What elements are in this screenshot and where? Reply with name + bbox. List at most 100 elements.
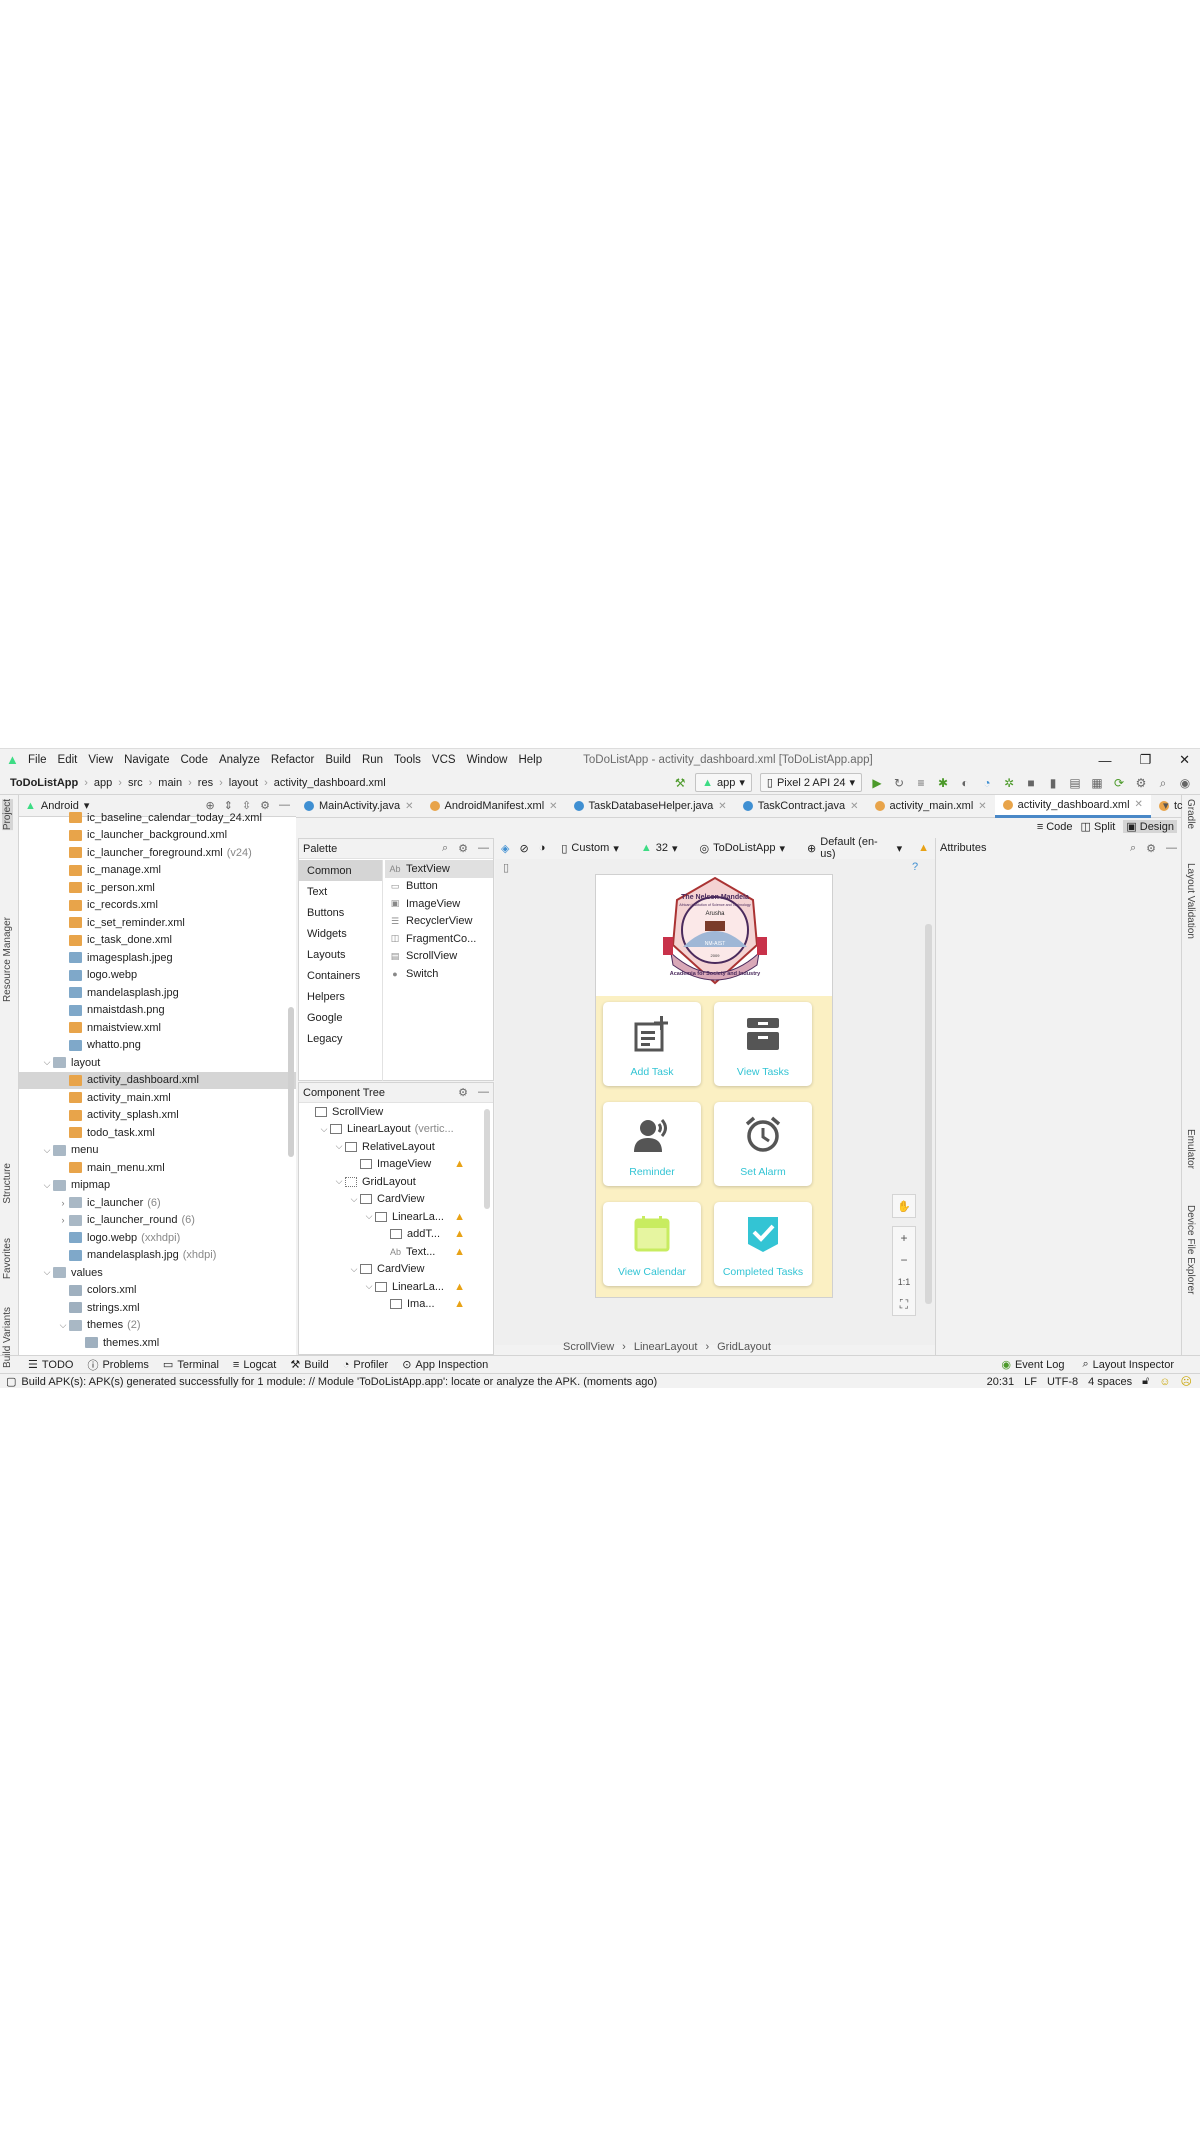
zoom-in-button[interactable]: + [900, 1231, 908, 1245]
layers-icon[interactable]: ◈ [501, 842, 510, 855]
chevron-down-icon[interactable]: ⌵ [350, 1263, 358, 1274]
reminder-card[interactable]: Reminder [603, 1102, 701, 1186]
tree-item[interactable]: ›ic_launcher_round(6) [19, 1212, 296, 1230]
design-mode-button[interactable]: ▣Design [1123, 820, 1177, 833]
gear-icon[interactable]: ⚙ [260, 800, 270, 812]
close-tab-icon[interactable]: ✕ [850, 800, 859, 812]
tree-item[interactable]: ic_launcher_background.xml [19, 827, 296, 845]
hide-icon[interactable]: — [1166, 841, 1177, 854]
menu-code[interactable]: Code [180, 754, 208, 766]
tree-item[interactable]: ic_baseline_calendar_today_24.xml [19, 809, 296, 827]
design-canvas[interactable]: ▯ ? The Nelson Mandela African Instituti… [495, 859, 935, 1345]
chevron-down-icon[interactable]: ⌵ [43, 1267, 51, 1278]
add-task-card[interactable]: Add Task [603, 1002, 701, 1086]
search-everywhere-icon[interactable]: ⌕ [1159, 775, 1167, 790]
chevron-down-icon[interactable]: ⌵ [335, 1176, 343, 1187]
breadcrumb-item[interactable]: layout [228, 776, 259, 789]
close-tab-icon[interactable]: ✕ [1134, 799, 1143, 810]
palette-item-imageview[interactable]: ▣ImageView [385, 895, 493, 913]
palette-item-button[interactable]: ▭Button [385, 878, 493, 896]
file-encoding[interactable]: UTF-8 [1046, 1375, 1079, 1388]
warning-icon[interactable]: ▲ [454, 1228, 465, 1241]
tab-favorites[interactable]: Favorites [2, 1238, 13, 1280]
status-message[interactable]: Build APK(s): APK(s) generated successfu… [21, 1375, 658, 1388]
tab-resource-manager[interactable]: Resource Manager [2, 917, 13, 1003]
tool-logcat[interactable]: ≡Logcat [233, 1359, 276, 1371]
tree-item[interactable]: ic_manage.xml [19, 862, 296, 880]
search-icon[interactable]: ⌕ [1129, 841, 1137, 854]
caret-position[interactable]: 20:31 [986, 1375, 1015, 1388]
stop-icon[interactable]: ■ [1027, 775, 1035, 790]
design-breadcrumb-item[interactable]: LinearLayout [633, 1340, 698, 1353]
component-tree-item[interactable]: ⌵GridLayout [299, 1173, 493, 1191]
breadcrumb-item[interactable]: res [197, 776, 214, 789]
tab-emulator[interactable]: Emulator [1185, 1129, 1196, 1170]
component-tree-item[interactable]: ScrollView [299, 1103, 493, 1121]
hide-icon[interactable]: — [478, 842, 489, 854]
close-tab-icon[interactable]: ✕ [718, 800, 727, 812]
tool-event-log[interactable]: ◉Event Log [1001, 1358, 1064, 1372]
tab-gradle[interactable]: Gradle [1185, 799, 1196, 830]
close-tab-icon[interactable]: ✕ [549, 800, 558, 812]
warning-icon[interactable]: ▲ [918, 842, 929, 854]
menu-edit[interactable]: Edit [57, 754, 78, 766]
tree-item[interactable]: nmaistview.xml [19, 1019, 296, 1037]
line-separator[interactable]: LF [1024, 1375, 1037, 1388]
device-selector[interactable]: ▯Custom▾ [561, 842, 619, 855]
project-tree-scrollbar[interactable] [288, 1007, 294, 1157]
profile-icon[interactable]: ◔ [983, 775, 991, 790]
chevron-down-icon[interactable]: ⌵ [365, 1281, 373, 1292]
tree-item[interactable]: mandelasplash.jpg(xhdpi) [19, 1247, 296, 1265]
palette-item-switch[interactable]: ●Switch [385, 965, 493, 983]
collapse-all-icon[interactable]: ⇳ [241, 800, 252, 812]
tree-item[interactable]: ic_person.xml [19, 879, 296, 897]
avd-icon[interactable]: ▦ [1091, 775, 1103, 790]
hide-icon[interactable]: — [279, 799, 290, 811]
breadcrumb-item[interactable]: ToDoListApp [10, 776, 79, 789]
warning-icon[interactable]: ▲ [454, 1280, 465, 1293]
component-tree-item[interactable]: ImageView▲ [299, 1156, 493, 1174]
tab-mainactivity-java[interactable]: MainActivity.java✕ [296, 795, 422, 818]
tree-item[interactable]: logo.webp(xxhdpi) [19, 1229, 296, 1247]
palette-item-recyclerview[interactable]: ☰RecyclerView [385, 913, 493, 931]
close-icon[interactable]: ✕ [1179, 752, 1190, 767]
tree-item[interactable]: ic_set_reminder.xml [19, 914, 296, 932]
completed-tasks-card[interactable]: Completed Tasks [714, 1202, 812, 1286]
menu-vcs[interactable]: VCS [431, 754, 456, 766]
debug-icon[interactable]: ✱ [937, 775, 949, 790]
chevron-down-icon[interactable]: ⌵ [350, 1193, 358, 1204]
theme-selector[interactable]: ◎ToDoListApp▾ [699, 842, 786, 855]
close-tab-icon[interactable]: ✕ [405, 800, 414, 812]
menu-help[interactable]: Help [518, 754, 543, 766]
sad-face-icon[interactable]: ☹ [1180, 1376, 1192, 1388]
chevron-down-icon[interactable]: ⌵ [320, 1123, 328, 1134]
tree-item[interactable]: ›ic_launcher(6) [19, 1194, 296, 1212]
chevron-down-icon[interactable]: ⌵ [59, 1319, 67, 1330]
gear-icon[interactable]: ⚙ [458, 1087, 468, 1099]
pan-icon[interactable]: ✋ [892, 1194, 916, 1218]
palette-category-layouts[interactable]: Layouts [307, 948, 346, 961]
tree-item[interactable]: ⌵mipmap [19, 1177, 296, 1195]
tool-profiler[interactable]: ◔Profiler [343, 1359, 389, 1371]
menu-tools[interactable]: Tools [394, 754, 421, 766]
chevron-down-icon[interactable]: ⌵ [43, 1179, 51, 1190]
attach-debugger-icon[interactable]: ✲ [1003, 775, 1015, 790]
menu-navigate[interactable]: Navigate [124, 754, 170, 766]
chevron-down-icon[interactable]: ⌵ [335, 1141, 343, 1152]
locale-selector[interactable]: ⊕Default (en-us)▾ [807, 836, 903, 860]
warning-icon[interactable]: ▲ [454, 1158, 465, 1171]
palette-category-legacy[interactable]: Legacy [307, 1032, 343, 1045]
tool-layout-inspector[interactable]: ⌕Layout Inspector [1082, 1358, 1174, 1371]
breadcrumb-item[interactable]: app [93, 776, 113, 789]
component-tree-item[interactable]: addT...▲ [299, 1226, 493, 1244]
api-selector[interactable]: ▲32▾ [640, 842, 678, 855]
tree-item[interactable]: whatto.png [19, 1037, 296, 1055]
apply-changes-icon[interactable]: ↻ [893, 775, 905, 790]
maximize-icon[interactable]: ❐ [1139, 752, 1152, 767]
orientation-icon[interactable]: ◑ [538, 842, 546, 854]
tree-item[interactable]: todo_task.xml [19, 1124, 296, 1142]
tree-item[interactable]: main_menu.xml [19, 1159, 296, 1177]
zoom-actual-button[interactable]: 1:1 [897, 1277, 911, 1287]
code-mode-button[interactable]: ≡Code [1036, 820, 1073, 833]
